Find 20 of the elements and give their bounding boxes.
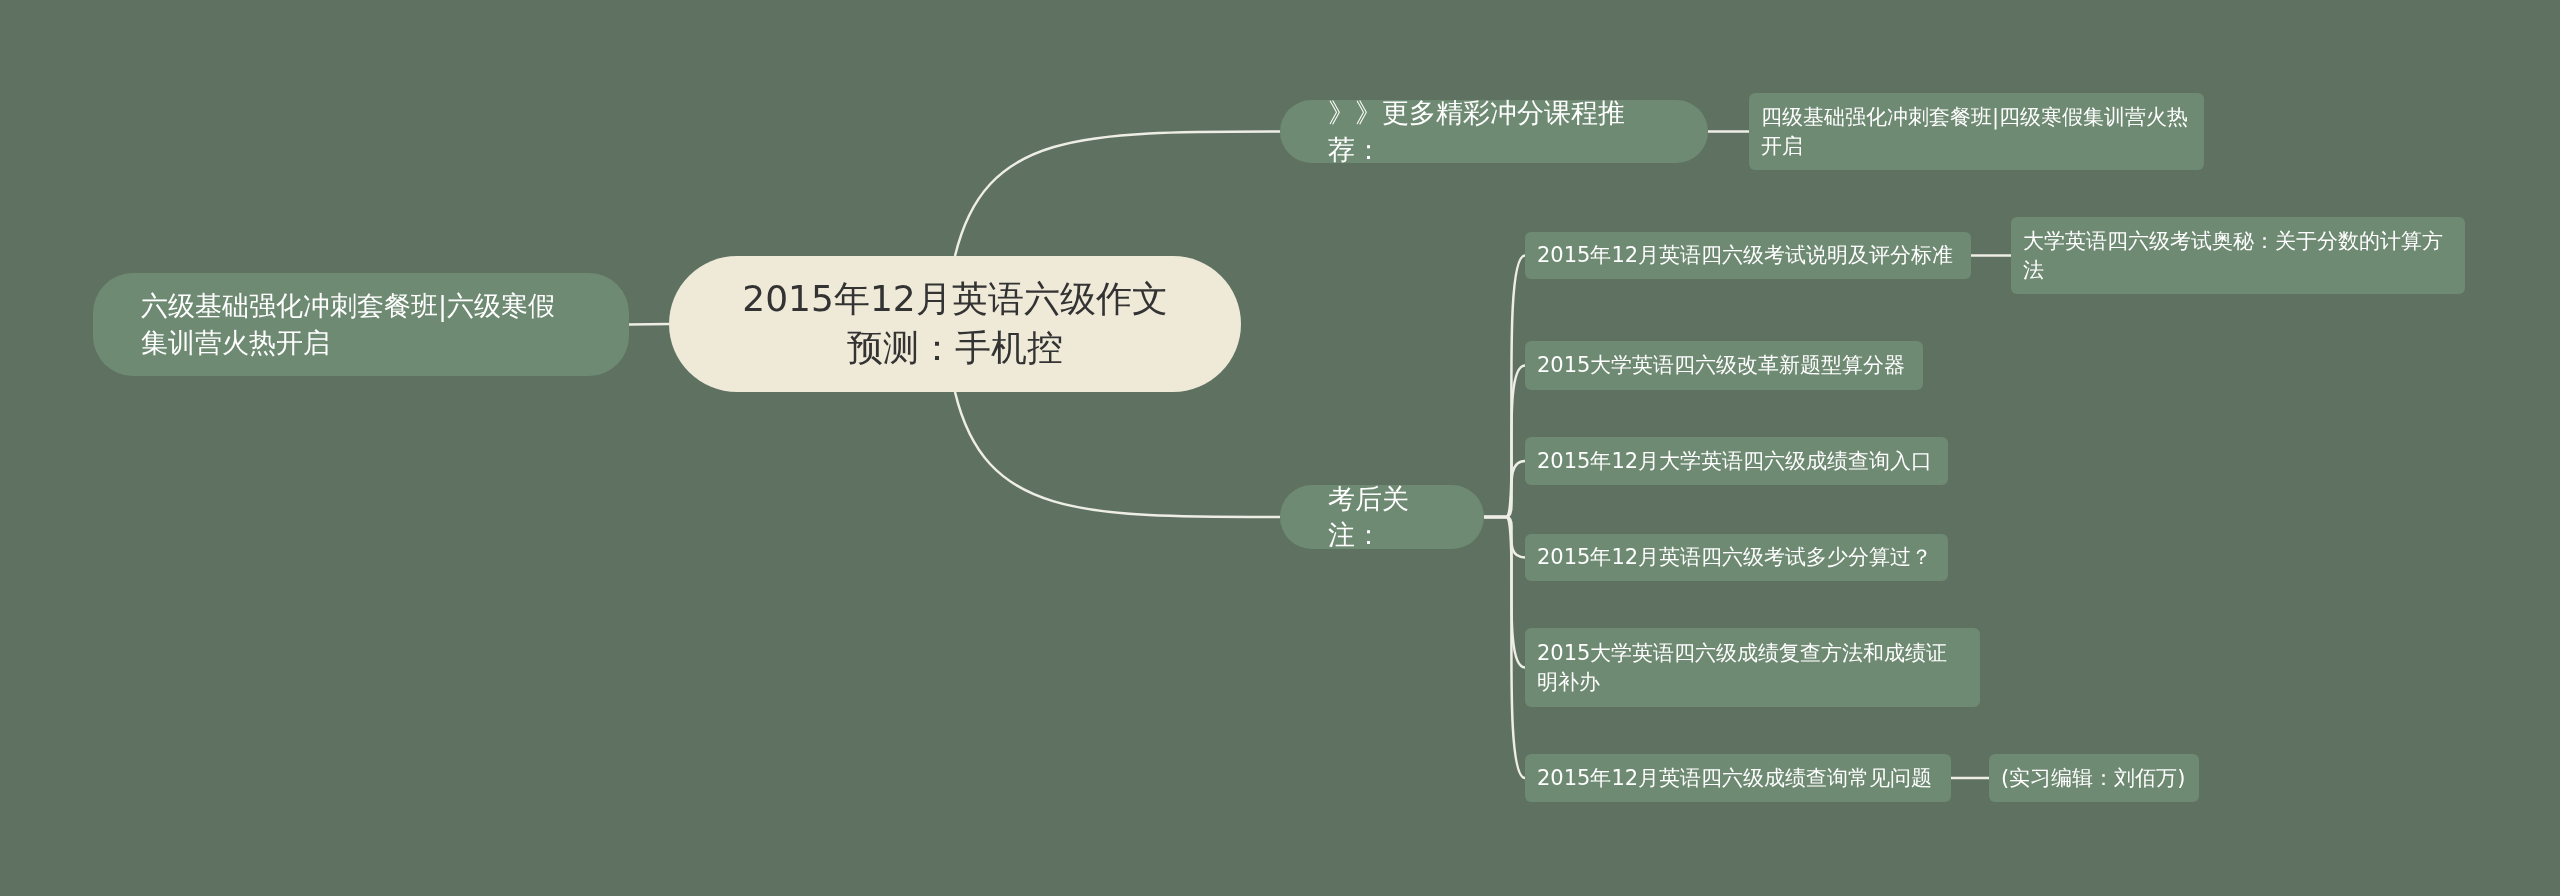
- connector-line: [1971, 254, 2011, 257]
- connector-line: [1484, 515, 1526, 779]
- connector-line: [629, 322, 669, 326]
- subtopic-box: 2015大学英语四六级改革新题型算分器: [1525, 341, 1923, 390]
- central-topic-box: 2015年12月英语六级作文预测：手机控: [669, 256, 1241, 392]
- topic-box: 六级基础强化冲刺套餐班|六级寒假集训营火热开启: [93, 273, 629, 376]
- subtopic-box: 2015年12月英语四六级考试说明及评分标准: [1525, 232, 1971, 279]
- connector-line: [953, 130, 1280, 257]
- subtopic-box: 大学英语四六级考试奥秘：关于分数的计算方法: [2011, 217, 2465, 294]
- connector-line: [953, 391, 1280, 519]
- subtopic-box: 2015大学英语四六级成绩复查方法和成绩证明补办: [1525, 628, 1980, 707]
- subtopic-box: 2015年12月英语四六级成绩查询常见问题: [1525, 754, 1951, 802]
- connector-line: [1708, 130, 1749, 133]
- subtopic-box: (实习编辑：刘佰万): [1989, 754, 2199, 802]
- connector-line: [1951, 776, 1989, 780]
- topic-box: 》》更多精彩冲分课程推荐：: [1280, 100, 1708, 163]
- topic-box: 考后关注：: [1280, 485, 1484, 549]
- subtopic-box: 四级基础强化冲刺套餐班|四级寒假集训营火热开启: [1749, 93, 2204, 170]
- subtopic-box: 2015年12月大学英语四六级成绩查询入口: [1525, 437, 1948, 485]
- subtopic-box: 2015年12月英语四六级考试多少分算过？: [1525, 534, 1948, 581]
